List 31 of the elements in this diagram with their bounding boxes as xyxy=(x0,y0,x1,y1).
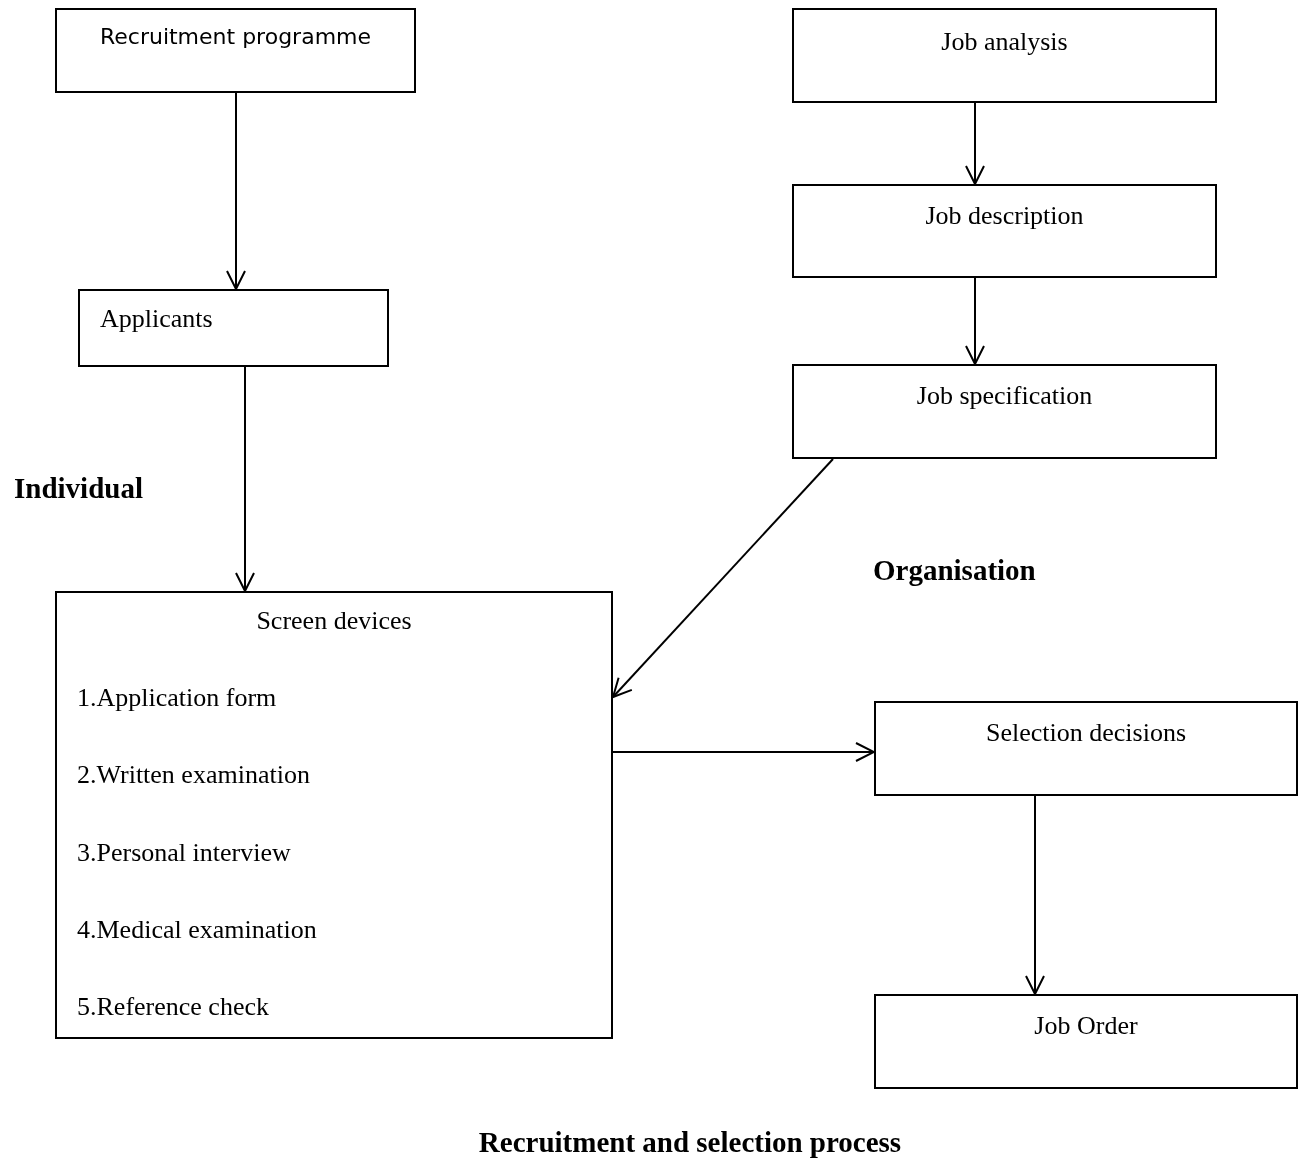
arrow xyxy=(612,458,834,698)
list-item: 4.Medical examination xyxy=(77,913,317,945)
side-label: Organisation xyxy=(873,554,1036,587)
arrow xyxy=(965,277,985,365)
list-item: 2.Written examination xyxy=(77,759,310,791)
process-box xyxy=(792,364,1217,459)
caption: Recruitment and selection process xyxy=(477,1126,903,1159)
arrow xyxy=(235,366,255,592)
side-label: Individual xyxy=(14,472,143,505)
box-label: Recruitment programme xyxy=(99,24,372,51)
box-label: Applicants xyxy=(100,303,213,335)
arrow xyxy=(612,742,875,762)
process-box xyxy=(792,184,1217,278)
process-box xyxy=(874,701,1298,796)
box-label: Job Order xyxy=(1034,1010,1138,1042)
box-label: Job description xyxy=(925,200,1084,232)
list-item: 3.Personal interview xyxy=(77,836,291,868)
list-item: 5.Reference check xyxy=(77,990,269,1023)
box-label: Job specification xyxy=(916,380,1093,412)
process-box xyxy=(792,8,1217,103)
process-box xyxy=(78,289,389,367)
arrow xyxy=(1025,795,1045,995)
list-box xyxy=(55,591,613,1039)
list-item: 1.Application form xyxy=(77,682,277,714)
box-label: Job analysis xyxy=(941,26,1068,58)
box-label: Selection decisions xyxy=(986,717,1186,749)
process-box xyxy=(55,8,416,93)
process-box xyxy=(874,994,1298,1089)
box-heading: Screen devices xyxy=(256,605,412,637)
arrow xyxy=(965,102,985,185)
arrow xyxy=(226,92,246,290)
